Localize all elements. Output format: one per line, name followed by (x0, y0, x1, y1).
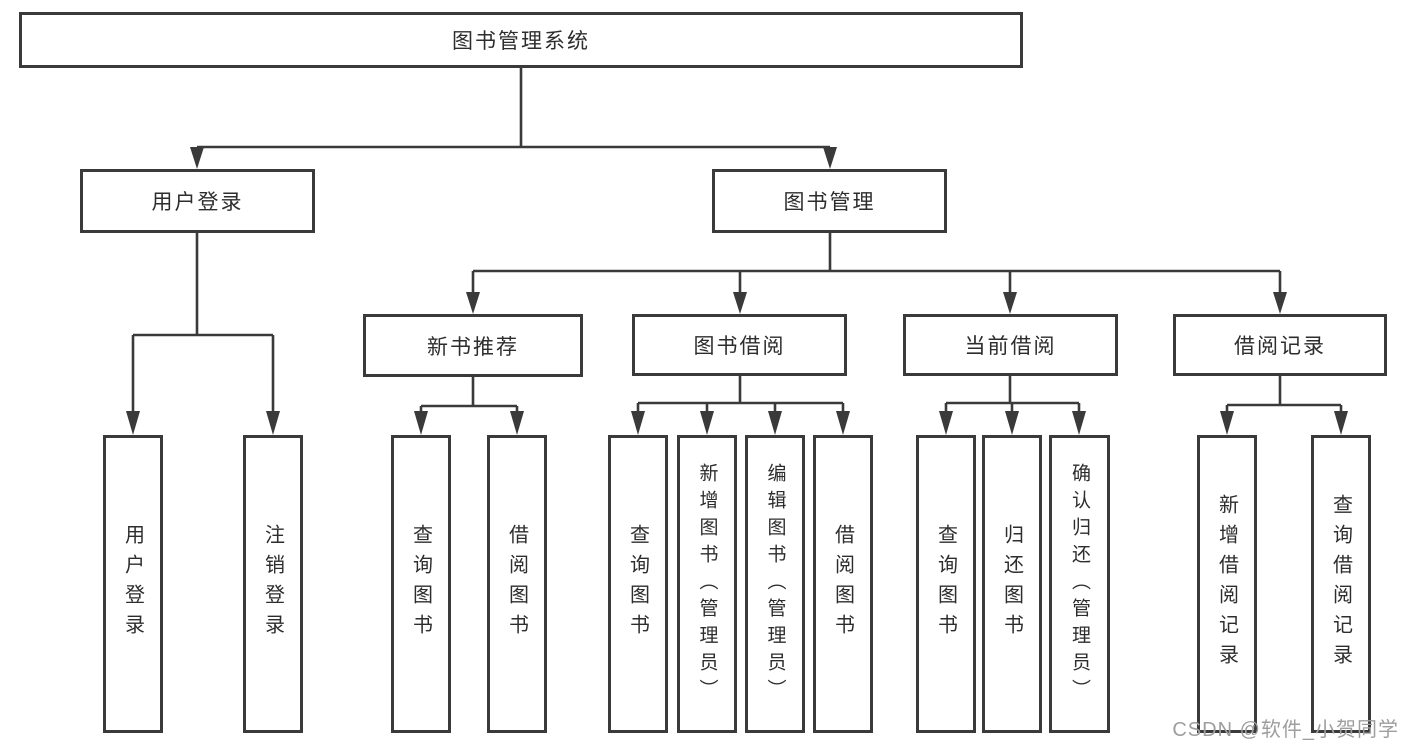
leaf-records-query-borrow-record: 查询借阅记录 (1311, 435, 1371, 733)
leaf-logout: 注销登录 (243, 435, 303, 733)
node-book-management-group: 图书管理 (712, 169, 947, 233)
leaf-recommend-query-books: 查询图书 (391, 435, 451, 733)
node-user-login-group: 用户登录 (80, 169, 315, 233)
leaf-borrow-query-books: 查询图书 (608, 435, 668, 733)
node-borrow-records: 借阅记录 (1173, 314, 1387, 376)
csdn-watermark: CSDN @软件_小贺同学 (1172, 719, 1399, 741)
leaf-borrow-borrow-books: 借阅图书 (813, 435, 873, 733)
node-new-book-recommend: 新书推荐 (363, 314, 583, 377)
leaf-records-add-borrow-record: 新增借阅记录 (1197, 435, 1257, 733)
leaf-borrow-add-books-admin: 新增图书（管理员） (677, 435, 737, 733)
leaf-current-confirm-return-admin: 确认归还（管理员） (1049, 435, 1110, 733)
node-book-borrow: 图书借阅 (632, 314, 847, 376)
node-current-borrow: 当前借阅 (903, 314, 1118, 376)
leaf-borrow-edit-books-admin: 编辑图书（管理员） (745, 435, 805, 733)
arrowheads (126, 147, 1348, 435)
leaf-current-query-books: 查询图书 (916, 435, 976, 733)
leaf-recommend-borrow-books: 借阅图书 (487, 435, 547, 733)
leaf-user-login: 用户登录 (103, 435, 163, 733)
leaf-current-return-books: 归还图书 (982, 435, 1042, 733)
node-root-library-management-system: 图书管理系统 (19, 12, 1023, 68)
